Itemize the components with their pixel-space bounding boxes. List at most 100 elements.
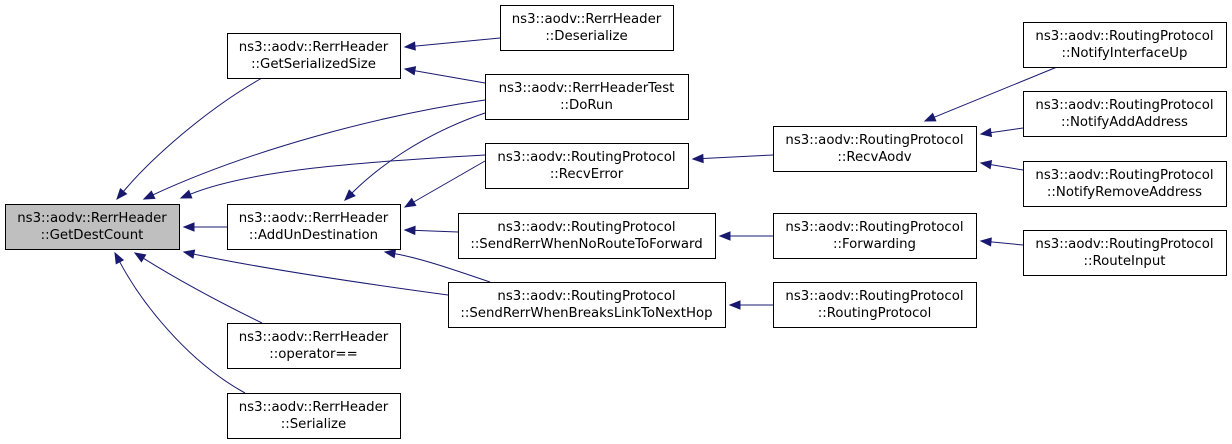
node-notify-remove-address[interactable]: ns3::aodv::RoutingProtocol::NotifyRemove… (1023, 161, 1227, 207)
node-route-input[interactable]: ns3::aodv::RoutingProtocol::RouteInput (1023, 230, 1227, 276)
node-method-label: ::SendRerrWhenBreaksLinkToNextHop (460, 306, 712, 321)
node-class-label: ns3::aodv::RoutingProtocol (785, 220, 963, 235)
node-class-label: ns3::aodv::RerrHeader (512, 12, 662, 27)
node-class-label: ns3::aodv::RerrHeader (239, 211, 389, 226)
node-forwarding[interactable]: ns3::aodv::RoutingProtocol::Forwarding (773, 213, 977, 259)
node-routing-protocol[interactable]: ns3::aodv::RoutingProtocol::RoutingProto… (773, 282, 977, 328)
node-box (227, 33, 401, 79)
node-recv-aodv[interactable]: ns3::aodv::RoutingProtocol::RecvAodv (773, 126, 977, 172)
edge-line (351, 112, 486, 194)
node-class-label: ns3::aodv::RoutingProtocol (497, 289, 675, 304)
arrowhead (979, 160, 993, 170)
node-method-label: ::Forwarding (833, 237, 916, 252)
node-method-label: ::NotifyInterfaceUp (1062, 46, 1188, 61)
edge-line (123, 77, 263, 192)
node-method-label: ::NotifyRemoveAddress (1047, 185, 1202, 200)
edge-route-input-to-forwarding (979, 237, 1024, 247)
arrowhead (114, 251, 125, 265)
edge-line (119, 261, 246, 394)
edge-line (414, 229, 459, 233)
edge-notify-add-address-to-recv-aodv (979, 127, 1024, 138)
node-method-label: ::Serialize (281, 417, 346, 432)
arrowhead (182, 249, 196, 259)
node-box (485, 74, 689, 120)
arrowhead (718, 231, 731, 241)
edge-recv-error-to-add-un-destination (403, 160, 486, 208)
node-box (5, 204, 180, 250)
edge-line (990, 164, 1024, 171)
edge-line (190, 154, 486, 195)
node-box (1023, 91, 1227, 137)
node-box (1023, 230, 1227, 276)
node-deserialize[interactable]: ns3::aodv::RerrHeader::Deserialize (500, 5, 674, 51)
arrowhead (728, 300, 741, 310)
node-class-label: ns3::aodv::RerrHeader (17, 211, 167, 226)
node-send-rerr-breaks-link[interactable]: ns3::aodv::RoutingProtocol::SendRerrWhen… (448, 282, 726, 328)
node-box (773, 282, 977, 328)
arrowhead (403, 41, 416, 51)
node-box (448, 282, 726, 328)
arrowhead (403, 66, 417, 76)
node-box (485, 143, 689, 189)
node-box (227, 323, 401, 369)
node-class-label: ns3::aodv::RerrHeaderTest (499, 81, 675, 96)
node-get-dest-count[interactable]: ns3::aodv::RerrHeader::GetDestCount (5, 204, 180, 250)
arrowhead (403, 197, 417, 208)
edge-operator-eq-to-get-dest-count (133, 252, 263, 324)
edge-line (934, 66, 1058, 118)
edge-recv-aodv-to-recv-error (691, 153, 774, 164)
edge-do-run-to-add-un-destination (344, 112, 486, 201)
edge-line (413, 160, 486, 203)
node-class-label: ns3::aodv::RoutingProtocol (497, 150, 675, 165)
edge-serialize-to-get-dest-count (114, 251, 246, 394)
edge-line (414, 37, 501, 47)
edge-line (152, 99, 486, 196)
node-add-un-destination[interactable]: ns3::aodv::RerrHeader::AddUnDestination (227, 204, 401, 250)
edge-notify-remove-address-to-recv-aodv (979, 160, 1024, 171)
arrowhead (923, 112, 937, 122)
node-method-label: ::RoutingProtocol (818, 306, 932, 321)
arrowhead (182, 222, 195, 232)
node-class-label: ns3::aodv::RoutingProtocol (1035, 98, 1213, 113)
node-class-label: ns3::aodv::RoutingProtocol (1035, 237, 1213, 252)
arrowhead (979, 237, 992, 247)
node-method-label: ::operator== (269, 347, 357, 362)
arrowhead (383, 249, 397, 259)
node-box (458, 213, 716, 259)
node-method-label: ::RecvAodv (837, 150, 911, 165)
node-operator-eq[interactable]: ns3::aodv::RerrHeader::operator== (227, 323, 401, 369)
node-send-rerr-no-route[interactable]: ns3::aodv::RoutingProtocol::SendRerrWhen… (458, 213, 716, 259)
node-notify-interface-up[interactable]: ns3::aodv::RoutingProtocol::NotifyInterf… (1023, 22, 1227, 68)
node-method-label: ::Deserialize (545, 29, 627, 44)
edge-line (702, 154, 774, 159)
node-notify-add-address[interactable]: ns3::aodv::RoutingProtocol::NotifyAddAdd… (1023, 91, 1227, 137)
edge-send-rerr-no-route-to-add-un-destination (403, 225, 459, 236)
node-box (1023, 161, 1227, 207)
node-method-label: ::AddUnDestination (249, 228, 378, 243)
nodes-layer: ns3::aodv::RerrHeader::GetDestCountns3::… (5, 5, 1227, 439)
node-get-serialized-size[interactable]: ns3::aodv::RerrHeader::GetSerializedSize (227, 33, 401, 79)
node-recv-error[interactable]: ns3::aodv::RoutingProtocol::RecvError (485, 143, 689, 189)
node-serialize[interactable]: ns3::aodv::RerrHeader::Serialize (227, 393, 401, 439)
edge-get-serialized-size-to-get-dest-count (116, 77, 263, 201)
node-box (500, 5, 674, 51)
edge-line (143, 257, 263, 324)
edge-do-run-to-get-dest-count (142, 99, 486, 200)
node-method-label: ::GetSerializedSize (251, 57, 376, 72)
node-do-run[interactable]: ns3::aodv::RerrHeaderTest::DoRun (485, 74, 689, 120)
edge-deserialize-to-get-serialized-size (403, 37, 501, 51)
arrowhead (142, 190, 156, 200)
arrowhead (979, 127, 993, 138)
node-class-label: ns3::aodv::RerrHeader (239, 400, 389, 415)
arrowhead (133, 252, 147, 263)
edge-line (990, 241, 1024, 246)
edge-notify-interface-up-to-recv-aodv (923, 66, 1058, 122)
edges-layer (114, 37, 1058, 394)
edge-forwarding-to-send-rerr-no-route (718, 231, 773, 241)
arrowhead (691, 153, 704, 164)
edge-send-rerr-breaks-link-to-get-dest-count (182, 249, 449, 296)
node-box (773, 213, 977, 259)
node-method-label: ::NotifyAddAddress (1061, 115, 1188, 130)
arrowhead (179, 189, 193, 199)
arrowhead (116, 187, 128, 201)
